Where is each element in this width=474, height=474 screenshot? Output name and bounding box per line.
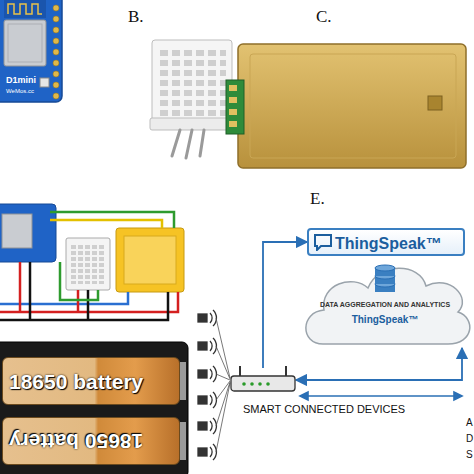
co2-sensor [226, 44, 466, 168]
router-led [250, 382, 254, 386]
panel-letter: B. [128, 8, 144, 25]
battery-cell: 18650 battery [2, 417, 180, 465]
board-marking: WeMos.cc [6, 88, 34, 94]
database-icon [375, 265, 395, 271]
node-text: 18650 battery [9, 430, 143, 453]
data-flow-arrow [263, 242, 307, 368]
board-marking: D1mini [6, 76, 36, 85]
router-antenna [239, 366, 241, 376]
router-led [258, 382, 262, 386]
cut-off-text: S [466, 450, 473, 460]
data-flow-arrow [296, 348, 462, 380]
dht22-sensor [150, 40, 236, 158]
node-text: SMART CONNECTED DEVICES [243, 403, 405, 415]
panel-letter: C. [316, 8, 332, 25]
battery-holder [0, 342, 188, 474]
router-led [242, 382, 246, 386]
panel-letter: E. [310, 190, 325, 207]
node-text: DATA AGGREGATION AND ANALYTICS [298, 301, 472, 309]
router-outline [231, 376, 295, 391]
router: SMART CONNECTED DEVICES [230, 368, 296, 392]
cut-off-text: D [466, 434, 473, 444]
node-text: ThingSpeak™ [335, 235, 442, 253]
cloud-shape: DATA AGGREGATION AND ANALYTICS ThingSpeak… [298, 254, 472, 348]
router-antenna [285, 366, 287, 376]
node-text: ThingSpeak™ [298, 314, 472, 325]
battery-cell: 18650 battery [2, 357, 180, 405]
wemos-board [0, 0, 62, 102]
cut-off-text: A [466, 418, 473, 428]
wiring-diagram [0, 204, 184, 320]
logo-icon [313, 233, 333, 251]
logo-icon [315, 235, 331, 250]
platform-box: ThingSpeak™ [307, 228, 465, 256]
node-text: 18650 battery [9, 370, 143, 393]
wifi-devices [198, 310, 230, 460]
router-outline [230, 368, 296, 392]
database-icon [375, 265, 395, 292]
router-led [266, 382, 270, 386]
double-arrow [300, 392, 462, 400]
